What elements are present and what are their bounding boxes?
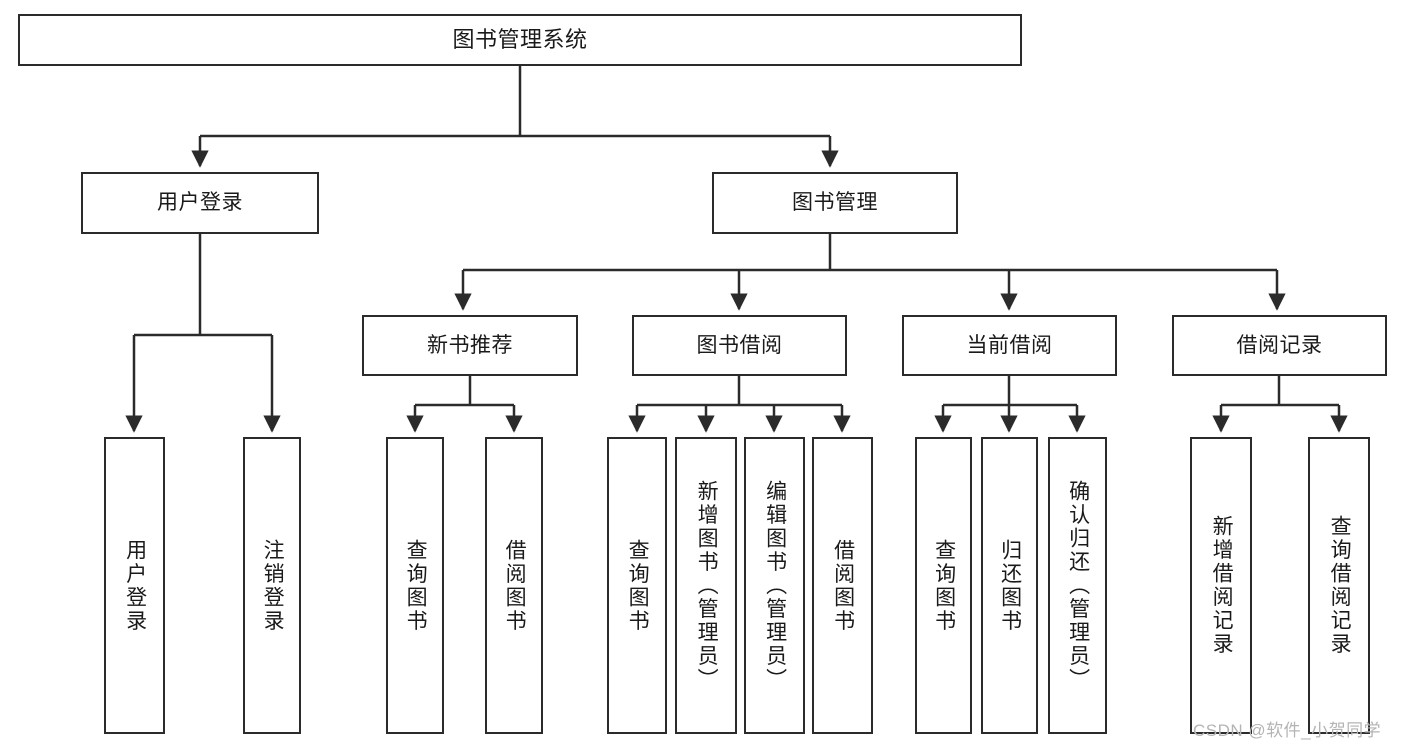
leaf-edit-book[interactable]: 编辑图书（管理员）	[744, 437, 805, 734]
leaf-add-record[interactable]: 新增借阅记录	[1190, 437, 1252, 734]
leaf-query-book-2[interactable]: 查询图书	[607, 437, 667, 734]
leaf-logout-login[interactable]: 注销登录	[243, 437, 301, 734]
node-user-login-label: 用户登录	[157, 191, 243, 215]
node-borrow-record-label: 借阅记录	[1236, 333, 1323, 357]
leaf-query-book-2-label: 查询图书	[626, 538, 650, 633]
leaf-borrow-book-1-label: 借阅图书	[503, 538, 527, 633]
leaf-borrow-book-2[interactable]: 借阅图书	[812, 437, 873, 734]
leaf-add-book-label: 新增图书（管理员）	[695, 479, 719, 692]
csdn-watermark: CSDN @软件_小贺同学	[1193, 721, 1382, 740]
leaf-return-book[interactable]: 归还图书	[981, 437, 1038, 734]
leaf-query-book-3[interactable]: 查询图书	[915, 437, 972, 734]
leaf-add-book[interactable]: 新增图书（管理员）	[675, 437, 737, 734]
node-current-borrow-label: 当前借阅	[966, 333, 1053, 357]
node-borrow-record[interactable]: 借阅记录	[1172, 315, 1387, 376]
node-user-login[interactable]: 用户登录	[81, 172, 319, 234]
node-root[interactable]: 图书管理系统	[18, 14, 1022, 66]
leaf-query-record[interactable]: 查询借阅记录	[1308, 437, 1370, 734]
node-root-label: 图书管理系统	[452, 26, 588, 52]
leaf-query-book-1-label: 查询图书	[404, 538, 428, 633]
node-book-manage[interactable]: 图书管理	[712, 172, 958, 234]
leaf-query-book-1[interactable]: 查询图书	[386, 437, 444, 734]
leaf-logout-login-label: 注销登录	[261, 538, 285, 633]
node-new-book-rec-label: 新书推荐	[427, 333, 513, 357]
node-book-borrow[interactable]: 图书借阅	[632, 315, 847, 376]
leaf-confirm-return[interactable]: 确认归还（管理员）	[1048, 437, 1107, 734]
node-book-borrow-label: 图书借阅	[696, 333, 783, 357]
node-current-borrow[interactable]: 当前借阅	[902, 315, 1117, 376]
leaf-add-record-label: 新增借阅记录	[1210, 515, 1234, 656]
leaf-query-record-label: 查询借阅记录	[1328, 515, 1352, 656]
leaf-borrow-book-1[interactable]: 借阅图书	[485, 437, 543, 734]
leaf-confirm-return-label: 确认归还（管理员）	[1066, 479, 1090, 692]
leaf-edit-book-label: 编辑图书（管理员）	[763, 479, 787, 692]
leaf-query-book-3-label: 查询图书	[932, 538, 956, 633]
node-book-manage-label: 图书管理	[792, 191, 878, 215]
leaf-borrow-book-2-label: 借阅图书	[831, 538, 855, 633]
node-new-book-rec[interactable]: 新书推荐	[362, 315, 578, 376]
leaf-return-book-label: 归还图书	[998, 538, 1022, 633]
leaf-user-login[interactable]: 用户登录	[104, 437, 165, 734]
leaf-user-login-label: 用户登录	[123, 538, 147, 633]
